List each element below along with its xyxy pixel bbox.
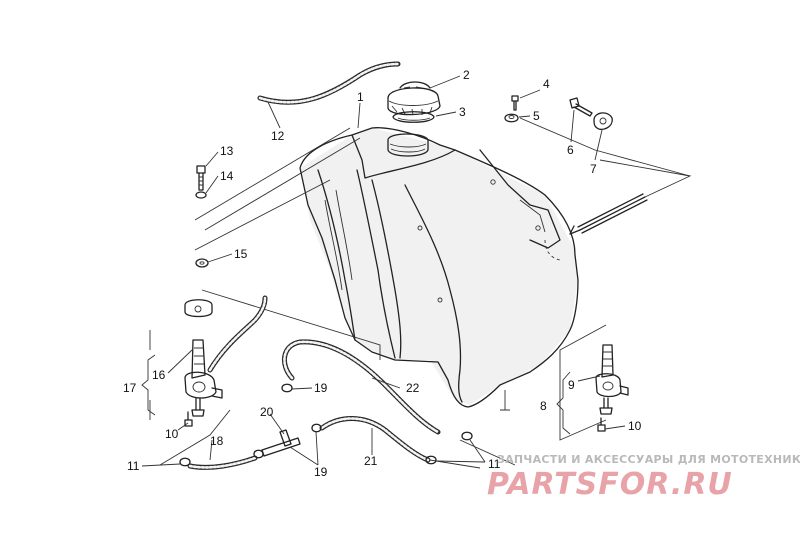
callout-18: 18	[210, 434, 224, 448]
callout-11-right: 11	[488, 457, 501, 471]
fuel-hose-18	[187, 455, 258, 470]
group-bracket-17	[141, 354, 156, 416]
clamp-11-left	[179, 457, 191, 467]
fuel-petcock-left	[184, 299, 223, 417]
watermark: ЗАПЧАСТИ И АКСЕССУАРЫ ДЛЯ МОТОТЕХНИКИ PA…	[487, 453, 800, 502]
washer-15	[195, 258, 209, 268]
group-bracket-8	[556, 371, 571, 435]
clamp-19-top	[281, 383, 293, 393]
bolt-4	[511, 95, 519, 111]
screw-10-left	[184, 411, 193, 427]
callout-19-bottom: 19	[314, 465, 328, 479]
fuel-tank	[299, 127, 579, 408]
callout-9: 9	[568, 378, 575, 392]
callout-19-top: 19	[314, 381, 328, 395]
callout-12: 12	[271, 129, 285, 143]
callout-10-right: 10	[628, 419, 642, 433]
vent-hose	[257, 61, 401, 105]
fuel-hose-22	[282, 339, 441, 435]
rubber-mount-7	[593, 112, 613, 131]
watermark-subtitle: ЗАПЧАСТИ И АКСЕССУАРЫ ДЛЯ МОТОТЕХНИКИ	[497, 453, 800, 466]
grommet-5	[504, 113, 519, 123]
callout-14: 14	[220, 169, 234, 183]
watermark-brand: PARTSFOR.RU	[487, 467, 733, 502]
callout-15: 15	[234, 247, 248, 261]
callout-8: 8	[540, 399, 547, 413]
fuel-petcock-right	[595, 344, 629, 432]
callout-22: 22	[406, 381, 420, 395]
t-fitting-20	[261, 429, 301, 457]
callout-3: 3	[459, 105, 466, 119]
callout-2: 2	[463, 68, 470, 82]
washer-14	[195, 191, 207, 199]
leader-lines	[141, 75, 626, 467]
callout-1: 1	[357, 90, 364, 104]
petcock-hose-left	[207, 295, 268, 373]
callout-4: 4	[543, 77, 550, 91]
clamp-11-right-a	[461, 431, 473, 441]
cap-gasket	[392, 111, 435, 123]
callout-labels: 1 2 3 4 5 6 7 8 9 10 10 11 11 12 13 14 1…	[123, 68, 642, 479]
fuel-hose-21	[319, 416, 431, 463]
callout-11-left: 11	[127, 459, 140, 473]
mount-arrow	[569, 193, 648, 235]
callout-20: 20	[260, 405, 274, 419]
callout-16: 16	[152, 368, 166, 382]
callout-5: 5	[533, 109, 540, 123]
clamp-19-a	[253, 449, 264, 459]
callout-7: 7	[590, 162, 597, 176]
callout-6: 6	[567, 143, 574, 157]
bolt-13	[196, 165, 206, 191]
callout-21: 21	[364, 454, 378, 468]
bolt-6	[569, 97, 593, 117]
callout-10-left: 10	[165, 427, 179, 441]
callout-13: 13	[220, 144, 234, 158]
clamp-11-right-b	[425, 455, 437, 465]
clamp-19-b	[311, 423, 322, 433]
callout-17: 17	[123, 381, 137, 395]
